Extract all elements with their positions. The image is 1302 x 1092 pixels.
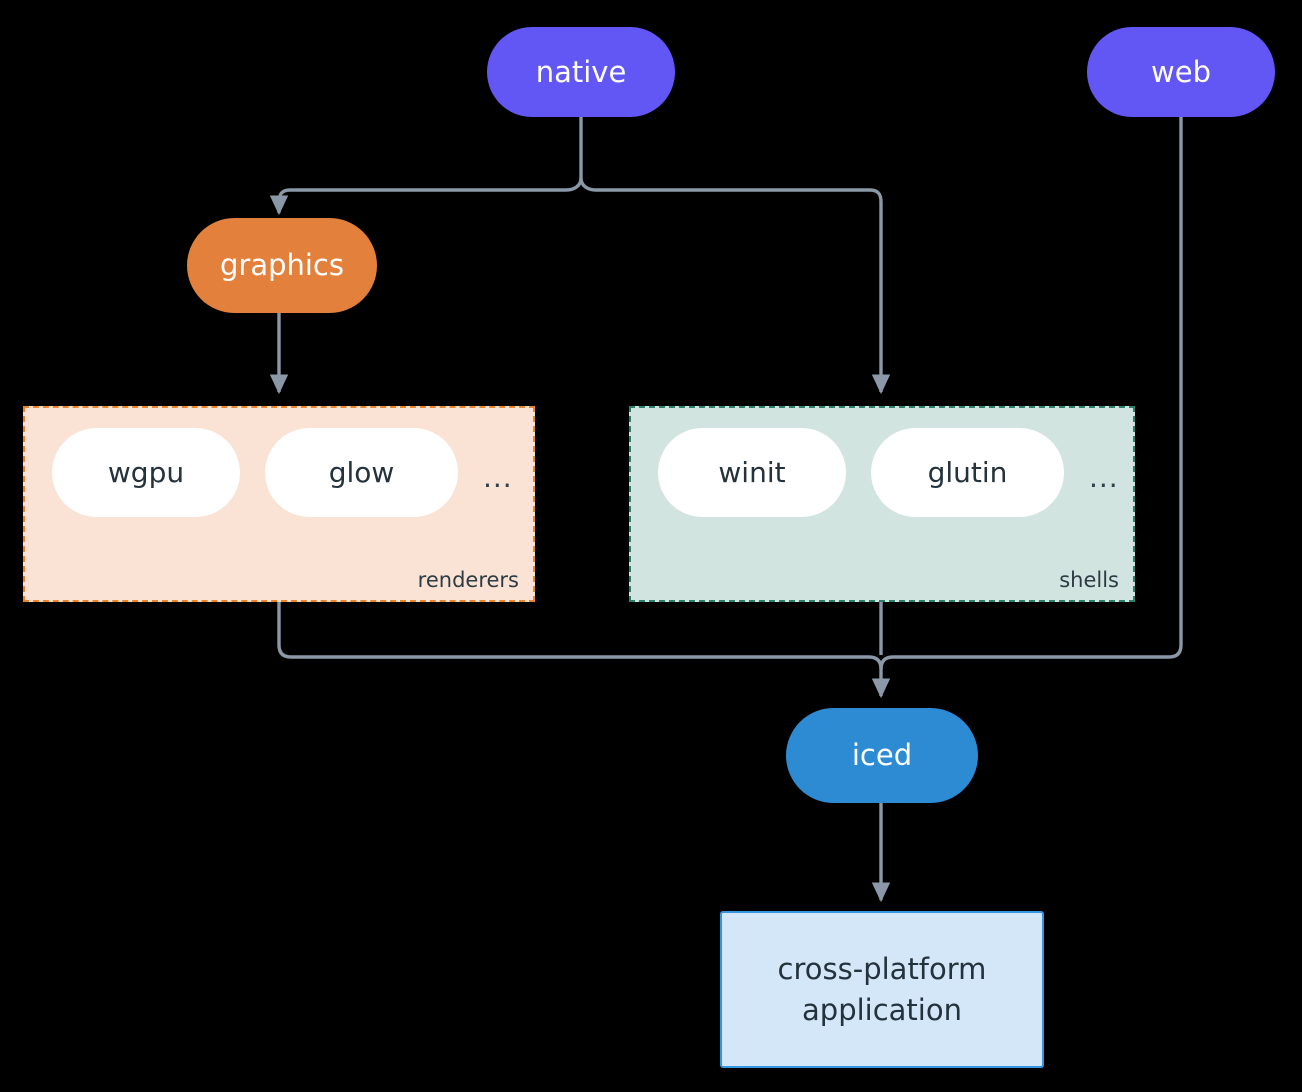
node-glow-label: glow: [328, 456, 395, 489]
group-renderers-label: renderers: [417, 568, 519, 592]
node-winit-label: winit: [718, 456, 786, 489]
node-native-label: native: [535, 54, 627, 89]
node-iced-label: iced: [851, 738, 913, 773]
edge-native-to-graphics: [269, 177, 583, 216]
group-renderers: wgpu glow ... renderers: [23, 406, 535, 602]
node-winit[interactable]: winit: [658, 428, 846, 517]
application-label-line2: application: [802, 992, 962, 1027]
group-shells-label: shells: [1059, 568, 1119, 592]
node-web[interactable]: web: [1087, 27, 1275, 117]
edge-merge-to-iced: [868, 655, 891, 699]
node-native[interactable]: native: [487, 27, 675, 117]
shells-overflow-ellipsis: ...: [1089, 461, 1119, 494]
node-wgpu[interactable]: wgpu: [52, 428, 240, 517]
node-web-label: web: [1151, 54, 1211, 89]
renderers-overflow-ellipsis: ...: [483, 461, 513, 494]
node-graphics-label: graphics: [219, 248, 344, 283]
edge-native-to-shells: [579, 177, 891, 395]
application-label-line1: cross-platform: [777, 952, 987, 987]
node-iced[interactable]: iced: [786, 708, 978, 803]
edge-merge-right-join: [879, 655, 894, 670]
node-glutin-label: glutin: [927, 456, 1008, 489]
node-wgpu-label: wgpu: [107, 456, 185, 489]
node-glutin[interactable]: glutin: [871, 428, 1064, 517]
node-graphics[interactable]: graphics: [187, 218, 377, 313]
node-cross-platform-application[interactable]: cross-platform application: [720, 911, 1044, 1068]
edge-renderers-to-iced: [277, 602, 869, 659]
group-shells: winit glutin ... shells: [629, 406, 1135, 602]
edge-web-to-iced: [893, 117, 1183, 659]
node-glow[interactable]: glow: [265, 428, 458, 517]
